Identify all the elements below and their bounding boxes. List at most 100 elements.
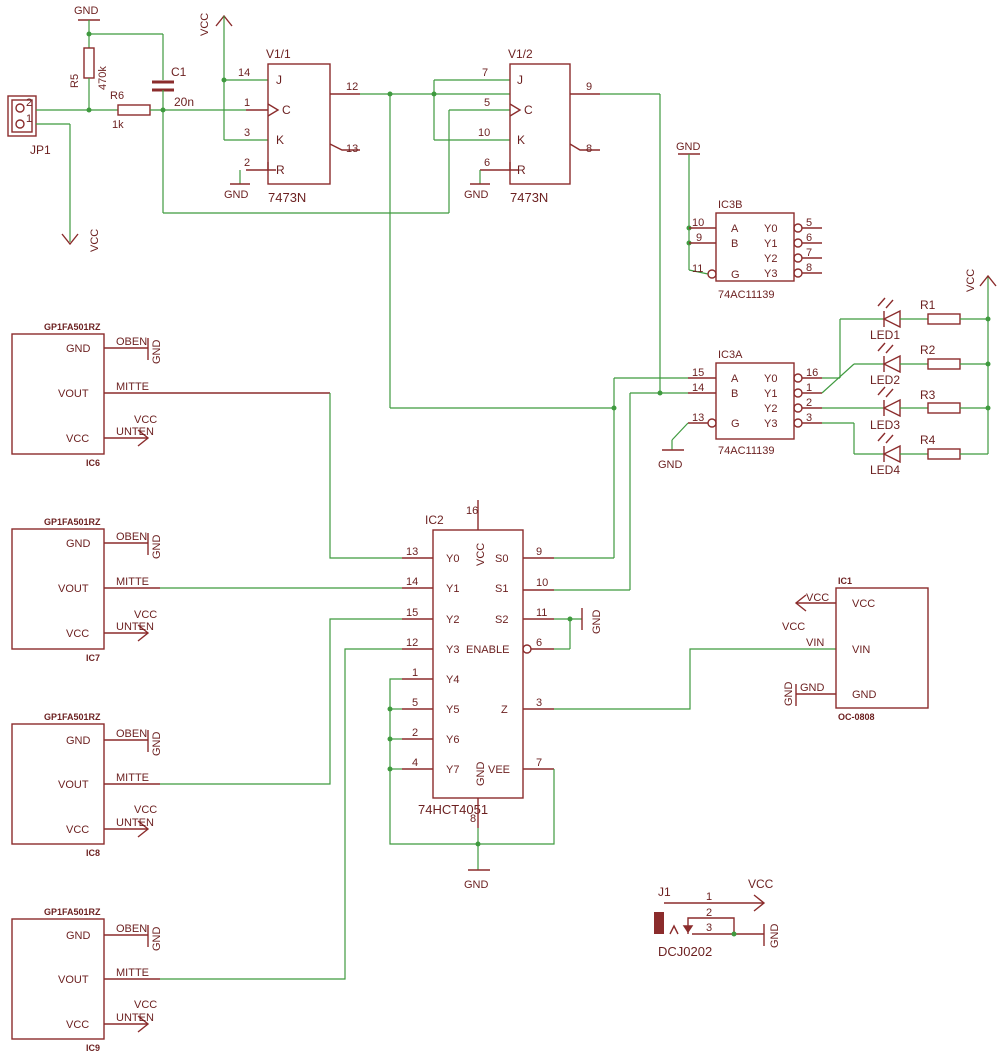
svg-text:5: 5 [484, 97, 490, 109]
svg-text:6: 6 [806, 232, 812, 244]
svg-text:J: J [517, 73, 523, 87]
v1-2-flipflop: V1/2 7473N J C K R 7 5 10 6 GND 9 8 [464, 47, 600, 205]
c1-label: C1 [171, 65, 187, 79]
gnd-v11-label: GND [224, 189, 249, 201]
svg-text:VCC: VCC [852, 598, 875, 610]
svg-text:Y2: Y2 [764, 253, 777, 265]
sensor-ic7-body [11, 528, 105, 650]
svg-text:Y0: Y0 [764, 223, 777, 235]
svg-text:9: 9 [696, 232, 702, 244]
svg-text:9: 9 [586, 81, 592, 93]
svg-text:GP1FA501RZ: GP1FA501RZ [44, 712, 101, 722]
r1-label: R1 [920, 298, 936, 312]
svg-text:UNTEN: UNTEN [116, 426, 154, 438]
svg-text:VCC: VCC [475, 543, 487, 566]
vcc-jp1-label: VCC [89, 229, 101, 252]
svg-text:GND: GND [800, 682, 825, 694]
svg-text:GND: GND [66, 930, 91, 942]
svg-text:R: R [276, 163, 285, 177]
svg-text:11: 11 [692, 263, 703, 275]
r2-resistor [927, 358, 961, 370]
svg-text:S1: S1 [495, 583, 508, 595]
svg-text:Y1: Y1 [764, 388, 777, 400]
r6-resistor [117, 104, 151, 116]
svg-text:2: 2 [706, 907, 712, 919]
svg-text:12: 12 [346, 81, 358, 93]
svg-text:IC8: IC8 [86, 848, 100, 858]
svg-text:IC9: IC9 [86, 1043, 100, 1053]
led3-label: LED3 [870, 418, 900, 432]
svg-text:OBEN: OBEN [116, 923, 147, 935]
svg-text:Y3: Y3 [446, 644, 459, 656]
svg-text:VCC: VCC [66, 1019, 89, 1031]
svg-text:15: 15 [692, 367, 704, 379]
svg-text:10: 10 [478, 127, 490, 139]
vcc-led-arrow [979, 274, 997, 287]
r4-label: R4 [920, 433, 936, 447]
ic3a-type: 74AC11139 [718, 445, 774, 457]
svg-text:14: 14 [238, 67, 250, 79]
svg-text:7: 7 [536, 757, 542, 769]
svg-text:OBEN: OBEN [116, 336, 147, 348]
svg-text:B: B [731, 238, 738, 250]
svg-text:VIN: VIN [852, 644, 870, 656]
svg-text:8: 8 [586, 143, 592, 155]
svg-text:C: C [524, 103, 533, 117]
svg-text:Z: Z [501, 704, 508, 716]
led1-diode [882, 309, 901, 329]
svg-text:3: 3 [806, 412, 812, 424]
svg-text:5: 5 [806, 217, 812, 229]
svg-text:Y7: Y7 [446, 764, 459, 776]
svg-text:OBEN: OBEN [116, 531, 147, 543]
svg-text:Y2: Y2 [764, 403, 777, 415]
ic1-body [835, 587, 929, 709]
v1-1-flipflop: VCC V1/1 7473N J C K R 14 1 3 2 GND 12 1… [199, 13, 360, 205]
svg-text:GND: GND [852, 689, 877, 701]
svg-text:Y5: Y5 [446, 704, 459, 716]
svg-text:GND: GND [769, 924, 781, 949]
sensor-ic7: GP1FA501RZ IC7 GND VOUT VCC OBEN GND MIT… [11, 517, 163, 663]
svg-text:K: K [276, 133, 284, 147]
led2-label: LED2 [870, 373, 900, 387]
ic3b-name: IC3B [718, 199, 742, 211]
svg-text:5: 5 [412, 697, 418, 709]
svg-text:VCC: VCC [66, 824, 89, 836]
gnd-v12-label: GND [464, 189, 489, 201]
jp1-pin2: 2 [26, 97, 32, 109]
svg-text:MITTE: MITTE [116, 381, 149, 393]
svg-text:3: 3 [244, 127, 250, 139]
c1-value: 20n [174, 95, 194, 109]
j1-body [654, 912, 664, 934]
svg-text:GND: GND [66, 538, 91, 550]
svg-text:11: 11 [536, 607, 547, 619]
svg-text:GND: GND [475, 762, 487, 787]
svg-text:VEE: VEE [488, 764, 510, 776]
svg-text:C: C [282, 103, 291, 117]
svg-text:7: 7 [806, 247, 812, 259]
svg-text:GND: GND [66, 343, 91, 355]
svg-text:Y6: Y6 [446, 734, 459, 746]
svg-text:OBEN: OBEN [116, 728, 147, 740]
sensor-ic6-body [11, 333, 105, 455]
j1-name: J1 [658, 885, 671, 899]
svg-text:GND: GND [151, 535, 163, 560]
svg-text:14: 14 [406, 576, 418, 588]
r2-label: R2 [920, 343, 936, 357]
svg-text:Y0: Y0 [764, 373, 777, 385]
r5-label: R5 [69, 74, 81, 88]
svg-text:IC7: IC7 [86, 653, 100, 663]
gnd-ic2-label: GND [464, 879, 489, 891]
svg-text:Y3: Y3 [764, 418, 777, 430]
led1-label: LED1 [870, 328, 900, 342]
gnd-ic2-s2-label: GND [591, 610, 603, 635]
vcc-v11-label: VCC [199, 13, 211, 36]
svg-text:GP1FA501RZ: GP1FA501RZ [44, 907, 101, 917]
v12-body [509, 63, 571, 185]
svg-text:K: K [517, 133, 525, 147]
svg-text:A: A [731, 223, 739, 235]
svg-text:8: 8 [470, 813, 476, 825]
svg-text:VOUT: VOUT [58, 583, 89, 595]
svg-text:VOUT: VOUT [58, 779, 89, 791]
svg-text:VCC: VCC [134, 609, 157, 621]
